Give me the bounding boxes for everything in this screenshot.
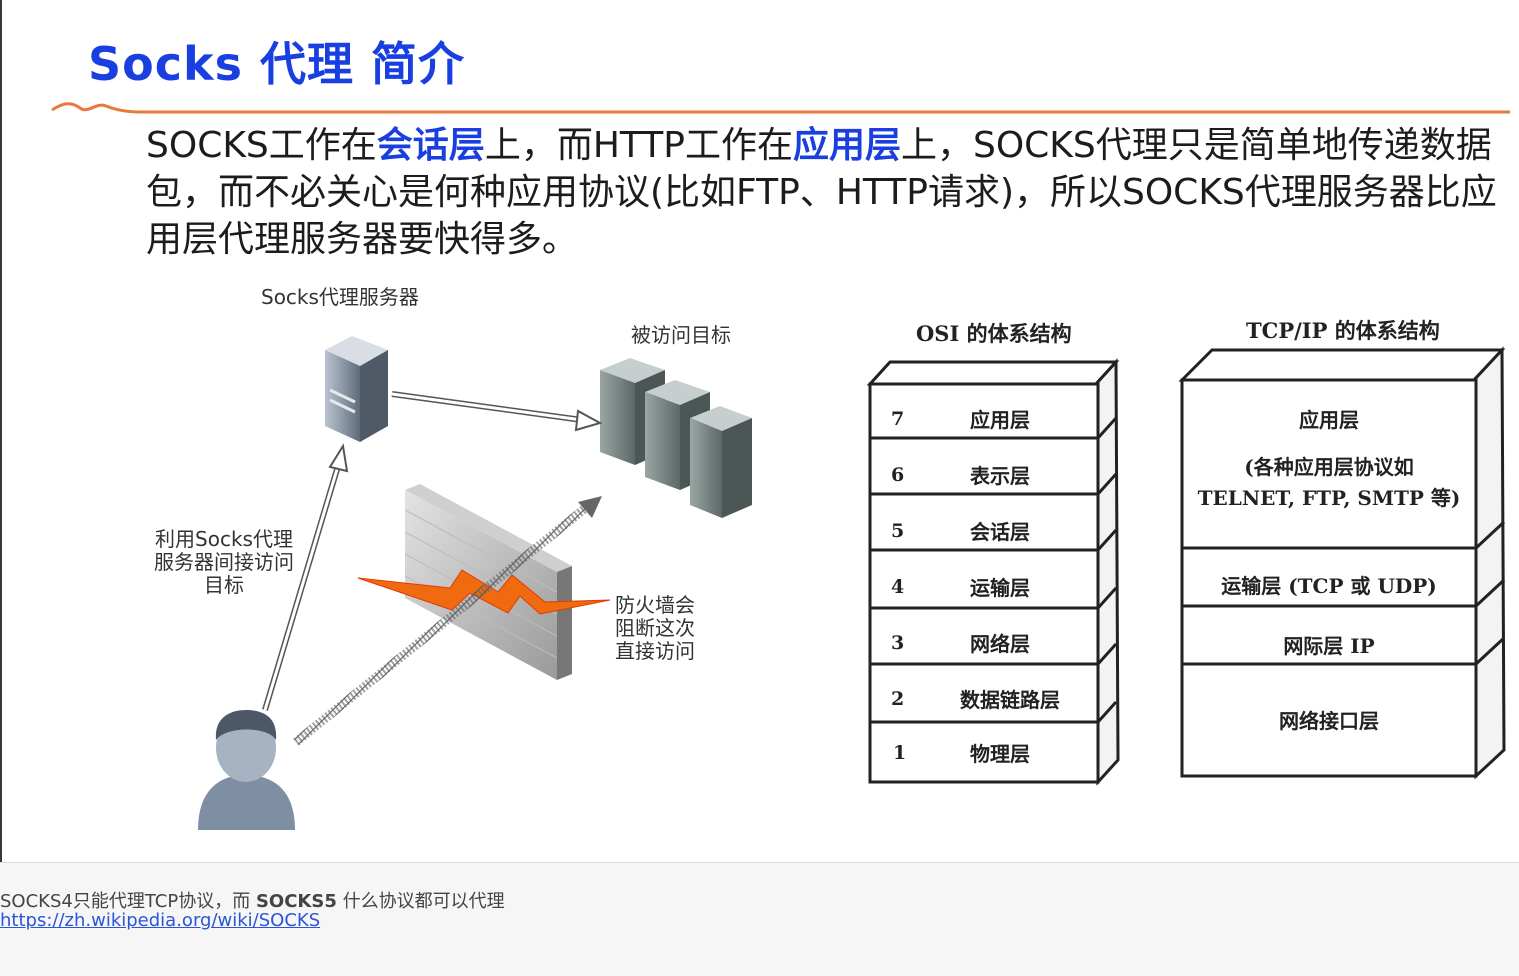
slide-title: Socks 代理 简介 xyxy=(88,37,466,91)
tcpip-transport-layer: 运输层 (TCP 或 UDP) xyxy=(1221,574,1437,598)
body-text-run: SOCKS工作在 xyxy=(146,125,377,166)
wikipedia-link[interactable]: https://zh.wikipedia.org/wiki/SOCKS xyxy=(0,910,321,931)
target-label: 被访问目标 xyxy=(631,323,731,347)
body-text-run: 上，SOCKS代理只是简单地传递数据包，而不必关心是何种应用协议(比如FTP、H… xyxy=(146,125,1497,260)
tcpip-title: TCP/IP 的体系结构 xyxy=(1246,318,1440,343)
tcpip-app-detail-1: (各种应用层协议如 xyxy=(1244,455,1414,479)
osi-title: OSI 的体系结构 xyxy=(916,321,1072,346)
osi-stack-graphic xyxy=(866,358,1120,786)
slide-body-text: SOCKS工作在会话层上，而HTTP工作在应用层上，SOCKS代理只是简单地传递… xyxy=(146,122,1511,263)
user-to-server-arrow xyxy=(262,443,349,711)
notes-line-2: https://zh.wikipedia.org/wiki/SOCKS xyxy=(0,910,320,931)
body-text-run: 上，而HTTP工作在 xyxy=(484,125,793,166)
tcpip-app-detail-2: TELNET, FTP, SMTP 等) xyxy=(1197,486,1461,510)
tcpip-app-layer: 应用层 xyxy=(1299,408,1359,432)
title-underline xyxy=(51,102,1510,114)
proxy-server-label: Socks代理服务器 xyxy=(261,285,419,309)
socks-proxy-diagram: Socks代理服务器 被访问目标 利用Socks代理 服务器间接访问 目标 防火… xyxy=(0,270,800,864)
tcpip-network-interface-layer: 网络接口层 xyxy=(1279,709,1379,733)
firewall-label: 防火墙会 阻断这次 直接访问 xyxy=(615,593,695,663)
slide: Socks 代理 简介 SOCKS工作在会话层上，而HTTP工作在应用层上，SO… xyxy=(0,37,1511,864)
speaker-notes-pane[interactable]: SOCKS4只能代理TCP协议，而 SOCKS5 什么协议都可以代理 https… xyxy=(0,862,1519,976)
proxy-diagram-graphic xyxy=(198,336,752,830)
highlighted-term: 应用层 xyxy=(792,125,901,166)
window-left-border xyxy=(0,0,2,975)
server-to-target-arrow xyxy=(391,391,603,432)
tcpip-stack-graphic xyxy=(1178,346,1506,780)
notes-line-1: SOCKS4只能代理TCP协议，而 SOCKS5 什么协议都可以代理 xyxy=(0,891,505,912)
direct-access-arrow xyxy=(293,496,602,746)
target-servers-icon xyxy=(600,358,752,518)
tcpip-internet-layer: 网际层 IP xyxy=(1283,634,1375,658)
proxy-server-icon xyxy=(325,336,388,442)
indirect-access-label: 利用Socks代理 服务器间接访问 目标 xyxy=(154,527,294,597)
user-icon xyxy=(198,710,295,830)
highlighted-term: 会话层 xyxy=(376,125,485,166)
